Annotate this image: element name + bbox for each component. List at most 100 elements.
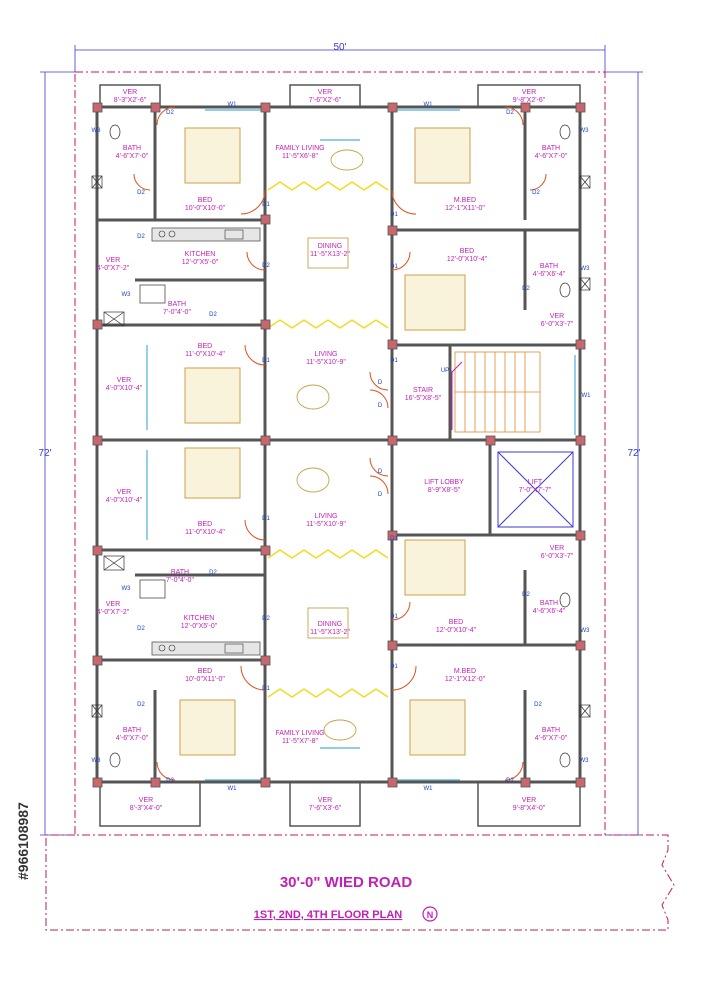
floor-plan-title: 1ST, 2ND, 4TH FLOOR PLAN <box>254 909 403 921</box>
opening-tag: D1 <box>390 664 398 670</box>
opening-tag: D2 <box>506 778 514 784</box>
door-swings <box>133 106 547 781</box>
opening-tag: D <box>378 380 383 386</box>
opening-tag: D2 <box>532 190 540 196</box>
kitchen-stoves <box>158 229 244 654</box>
opening-tag: D1 <box>262 202 270 208</box>
opening-tag: W1 <box>582 393 592 399</box>
opening-tag: W3 <box>580 758 590 764</box>
opening-tag: W3 <box>122 586 132 592</box>
height-dimension-right: 72' <box>627 448 640 459</box>
opening-tag: UP <box>441 368 449 374</box>
windows <box>146 109 576 781</box>
opening-tag: D2 <box>522 592 530 598</box>
plot-boundary <box>45 71 675 931</box>
opening-tag: D <box>378 469 383 475</box>
opening-tag: D1 <box>262 358 270 364</box>
svg-text:#966108987: #966108987 <box>15 802 31 880</box>
opening-tag: D1 <box>390 536 398 542</box>
opening-tag: D1 <box>390 212 398 218</box>
opening-tag: W3 <box>580 128 590 134</box>
structural-columns <box>92 102 586 788</box>
stock-id-watermark: #966108987 <box>15 802 31 880</box>
dimension-lines <box>40 45 643 836</box>
stair-arrow <box>451 361 463 430</box>
svg-text:N: N <box>427 910 434 920</box>
opening-tag: D2 <box>506 110 514 116</box>
opening-tag: D2 <box>166 110 174 116</box>
opening-tag: D2 <box>166 778 174 784</box>
width-dimension: 50' <box>333 42 346 53</box>
building-walls <box>95 105 582 784</box>
opening-tag: D <box>378 492 383 498</box>
height-dimension-left: 72' <box>38 448 51 459</box>
road-label: 30'-0" WIED ROAD <box>280 874 413 891</box>
opening-tag: D2 <box>209 570 217 576</box>
kitchen-counters <box>151 227 261 656</box>
opening-tag: W3 <box>92 758 102 764</box>
opening-tag: D1 <box>390 358 398 364</box>
opening-tag: W3 <box>92 128 102 134</box>
opening-tag: W3 <box>122 292 132 298</box>
opening-tag: D1 <box>262 686 270 692</box>
north-arrow-icon: N <box>422 906 438 922</box>
opening-tag: W1 <box>424 102 434 108</box>
opening-tag: W3 <box>581 266 591 272</box>
opening-tag: D2 <box>137 190 145 196</box>
opening-tag: D <box>378 403 383 409</box>
opening-tag: D2 <box>522 286 530 292</box>
opening-tag: D1 <box>262 516 270 522</box>
bath-fixtures <box>109 124 571 768</box>
opening-tag: D2 <box>262 616 270 622</box>
opening-tag: D2 <box>534 702 542 708</box>
dining-tables <box>296 149 364 741</box>
opening-tag: D1 <box>390 264 398 270</box>
opening-tag: W1 <box>228 786 238 792</box>
verandah-outlines <box>99 84 581 827</box>
opening-tag: W3 <box>581 628 591 634</box>
beds <box>179 127 471 756</box>
opening-tag: W1 <box>424 786 434 792</box>
opening-tag: D2 <box>262 263 270 269</box>
lift-shaft <box>497 451 574 528</box>
opening-tag: D2 <box>137 234 145 240</box>
opening-tag: W1 <box>228 102 238 108</box>
